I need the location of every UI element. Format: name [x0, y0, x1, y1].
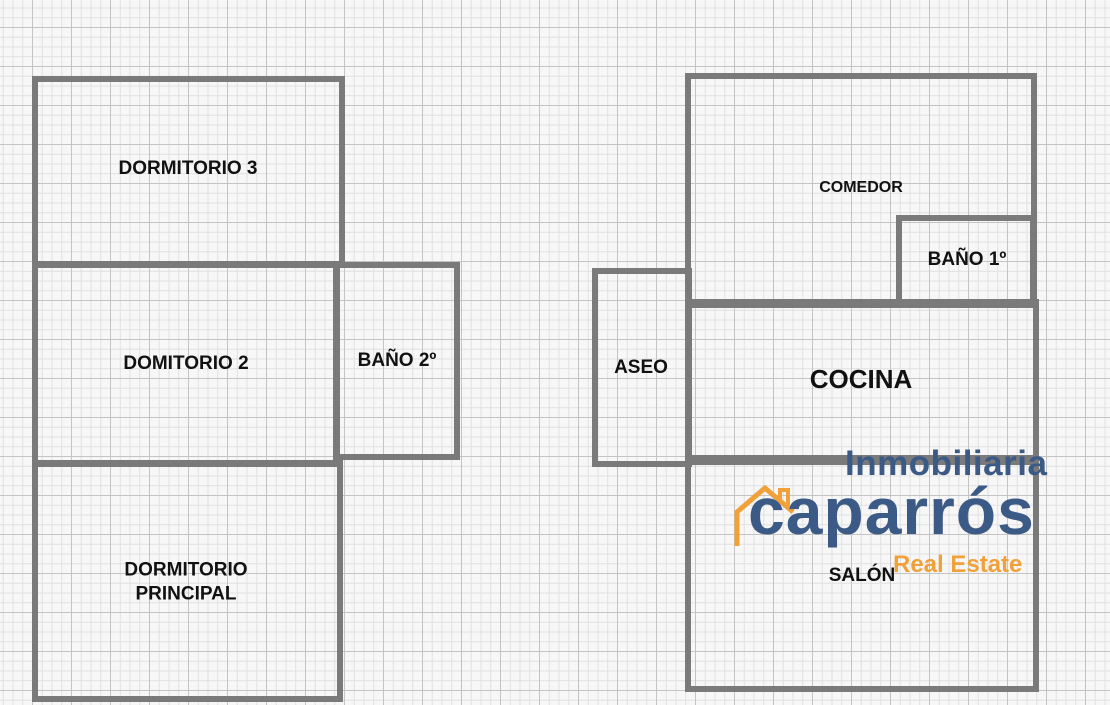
label-salon: SALÓN [828, 565, 896, 587]
label-cocina: COCINA [809, 363, 913, 394]
room-bano-2 [334, 262, 460, 460]
room-cocina [685, 299, 1039, 465]
label-dormitorio-principal-line1: DORMITORIO [124, 559, 248, 581]
label-dormitorio-principal: DORMITORIO PRINCIPAL [124, 558, 247, 606]
room-dormitorio-principal [32, 460, 343, 702]
label-bano-2: BAÑO 2º [357, 350, 437, 372]
room-salon [685, 455, 1039, 692]
label-aseo: ASEO [614, 357, 668, 379]
label-dormitorio-3: DORMITORIO 3 [118, 158, 258, 180]
label-comedor: COMEDOR [819, 179, 903, 196]
label-bano-1: BAÑO 1º [927, 249, 1007, 271]
label-dormitorio-principal-line2: PRINCIPAL [135, 583, 237, 604]
room-comedor [685, 73, 1037, 308]
label-dormitorio-2: DOMITORIO 2 [123, 353, 249, 375]
